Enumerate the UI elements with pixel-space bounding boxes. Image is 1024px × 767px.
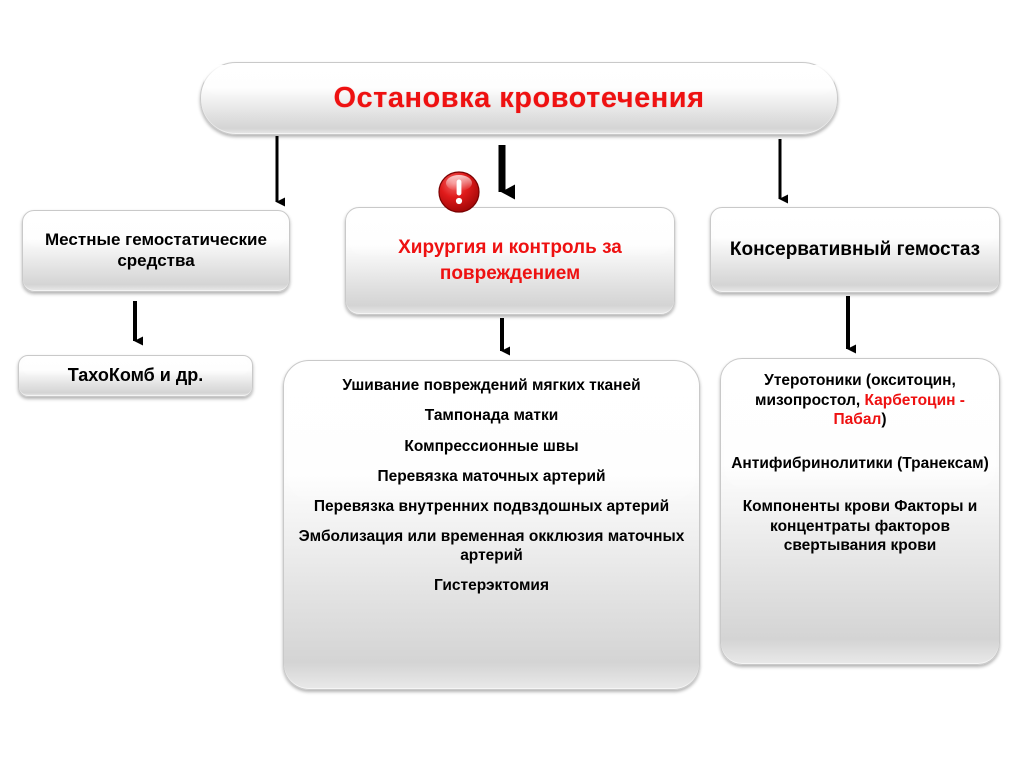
conservative-treatments-container: Утеротоники (окситоцин, мизопростол, Кар…: [721, 359, 999, 556]
list-item: Перевязка маточных артерий: [377, 467, 606, 485]
surgery-procedures-container: Ушивание повреждений мягких тканей Тампо…: [284, 361, 699, 595]
list-item-prefix: Антифибринолитики (Транексам): [731, 454, 989, 472]
list-item: Эмболизация или временная окклюзия маточ…: [298, 528, 685, 564]
list-item: Гистерэктомия: [433, 576, 550, 594]
list-item-suffix: ): [881, 411, 887, 429]
node-tachocomb-label: ТахоКомб и др.: [67, 365, 204, 386]
list-item-prefix: Утеротоники (окситоцин, мизопростол,: [755, 372, 956, 409]
node-conservative-hemostasis[interactable]: Консервативный гемостаз: [710, 207, 1000, 293]
node-local-hemostatics[interactable]: Местные гемостатические средства: [22, 210, 290, 292]
list-item: Ушивание повреждений мягких тканей: [342, 377, 641, 394]
list-item: Компрессионные швы: [404, 437, 579, 455]
list-item-highlight: Карбетоцин - Пабал: [833, 391, 965, 429]
list-item: Перевязка внутренних подвздошных артерий: [313, 498, 670, 516]
node-conservative-hemostasis-label: Консервативный гемостаз: [729, 239, 981, 261]
list-item: Утеротоники (окситоцин, мизопростол, Кар…: [729, 371, 991, 430]
list-item-prefix: Компоненты крови Факторы и концентраты ф…: [742, 498, 978, 555]
node-surgery-damage-control[interactable]: Хирургия и контроль за повреждением: [345, 207, 675, 315]
page-title: Остановка кровотечения: [200, 62, 838, 135]
list-item: Компоненты крови Факторы и концентраты ф…: [729, 497, 991, 556]
node-local-hemostatics-label: Местные гемостатические средства: [45, 230, 267, 270]
node-surgery-damage-control-label: Хирургия и контроль за повреждением: [398, 237, 622, 284]
node-conservative-treatments-list[interactable]: Утеротоники (окситоцин, мизопростол, Кар…: [720, 358, 1000, 665]
exclamation-circle-icon: [438, 171, 480, 213]
page-title-label: Остановка кровотечения: [333, 81, 705, 114]
node-surgery-procedures-list[interactable]: Ушивание повреждений мягких тканей Тампо…: [283, 360, 700, 690]
list-item: Тампонада матки: [424, 407, 559, 425]
list-item: Антифибринолитики (Транексам): [729, 454, 991, 474]
node-tachocomb[interactable]: ТахоКомб и др.: [18, 355, 253, 397]
